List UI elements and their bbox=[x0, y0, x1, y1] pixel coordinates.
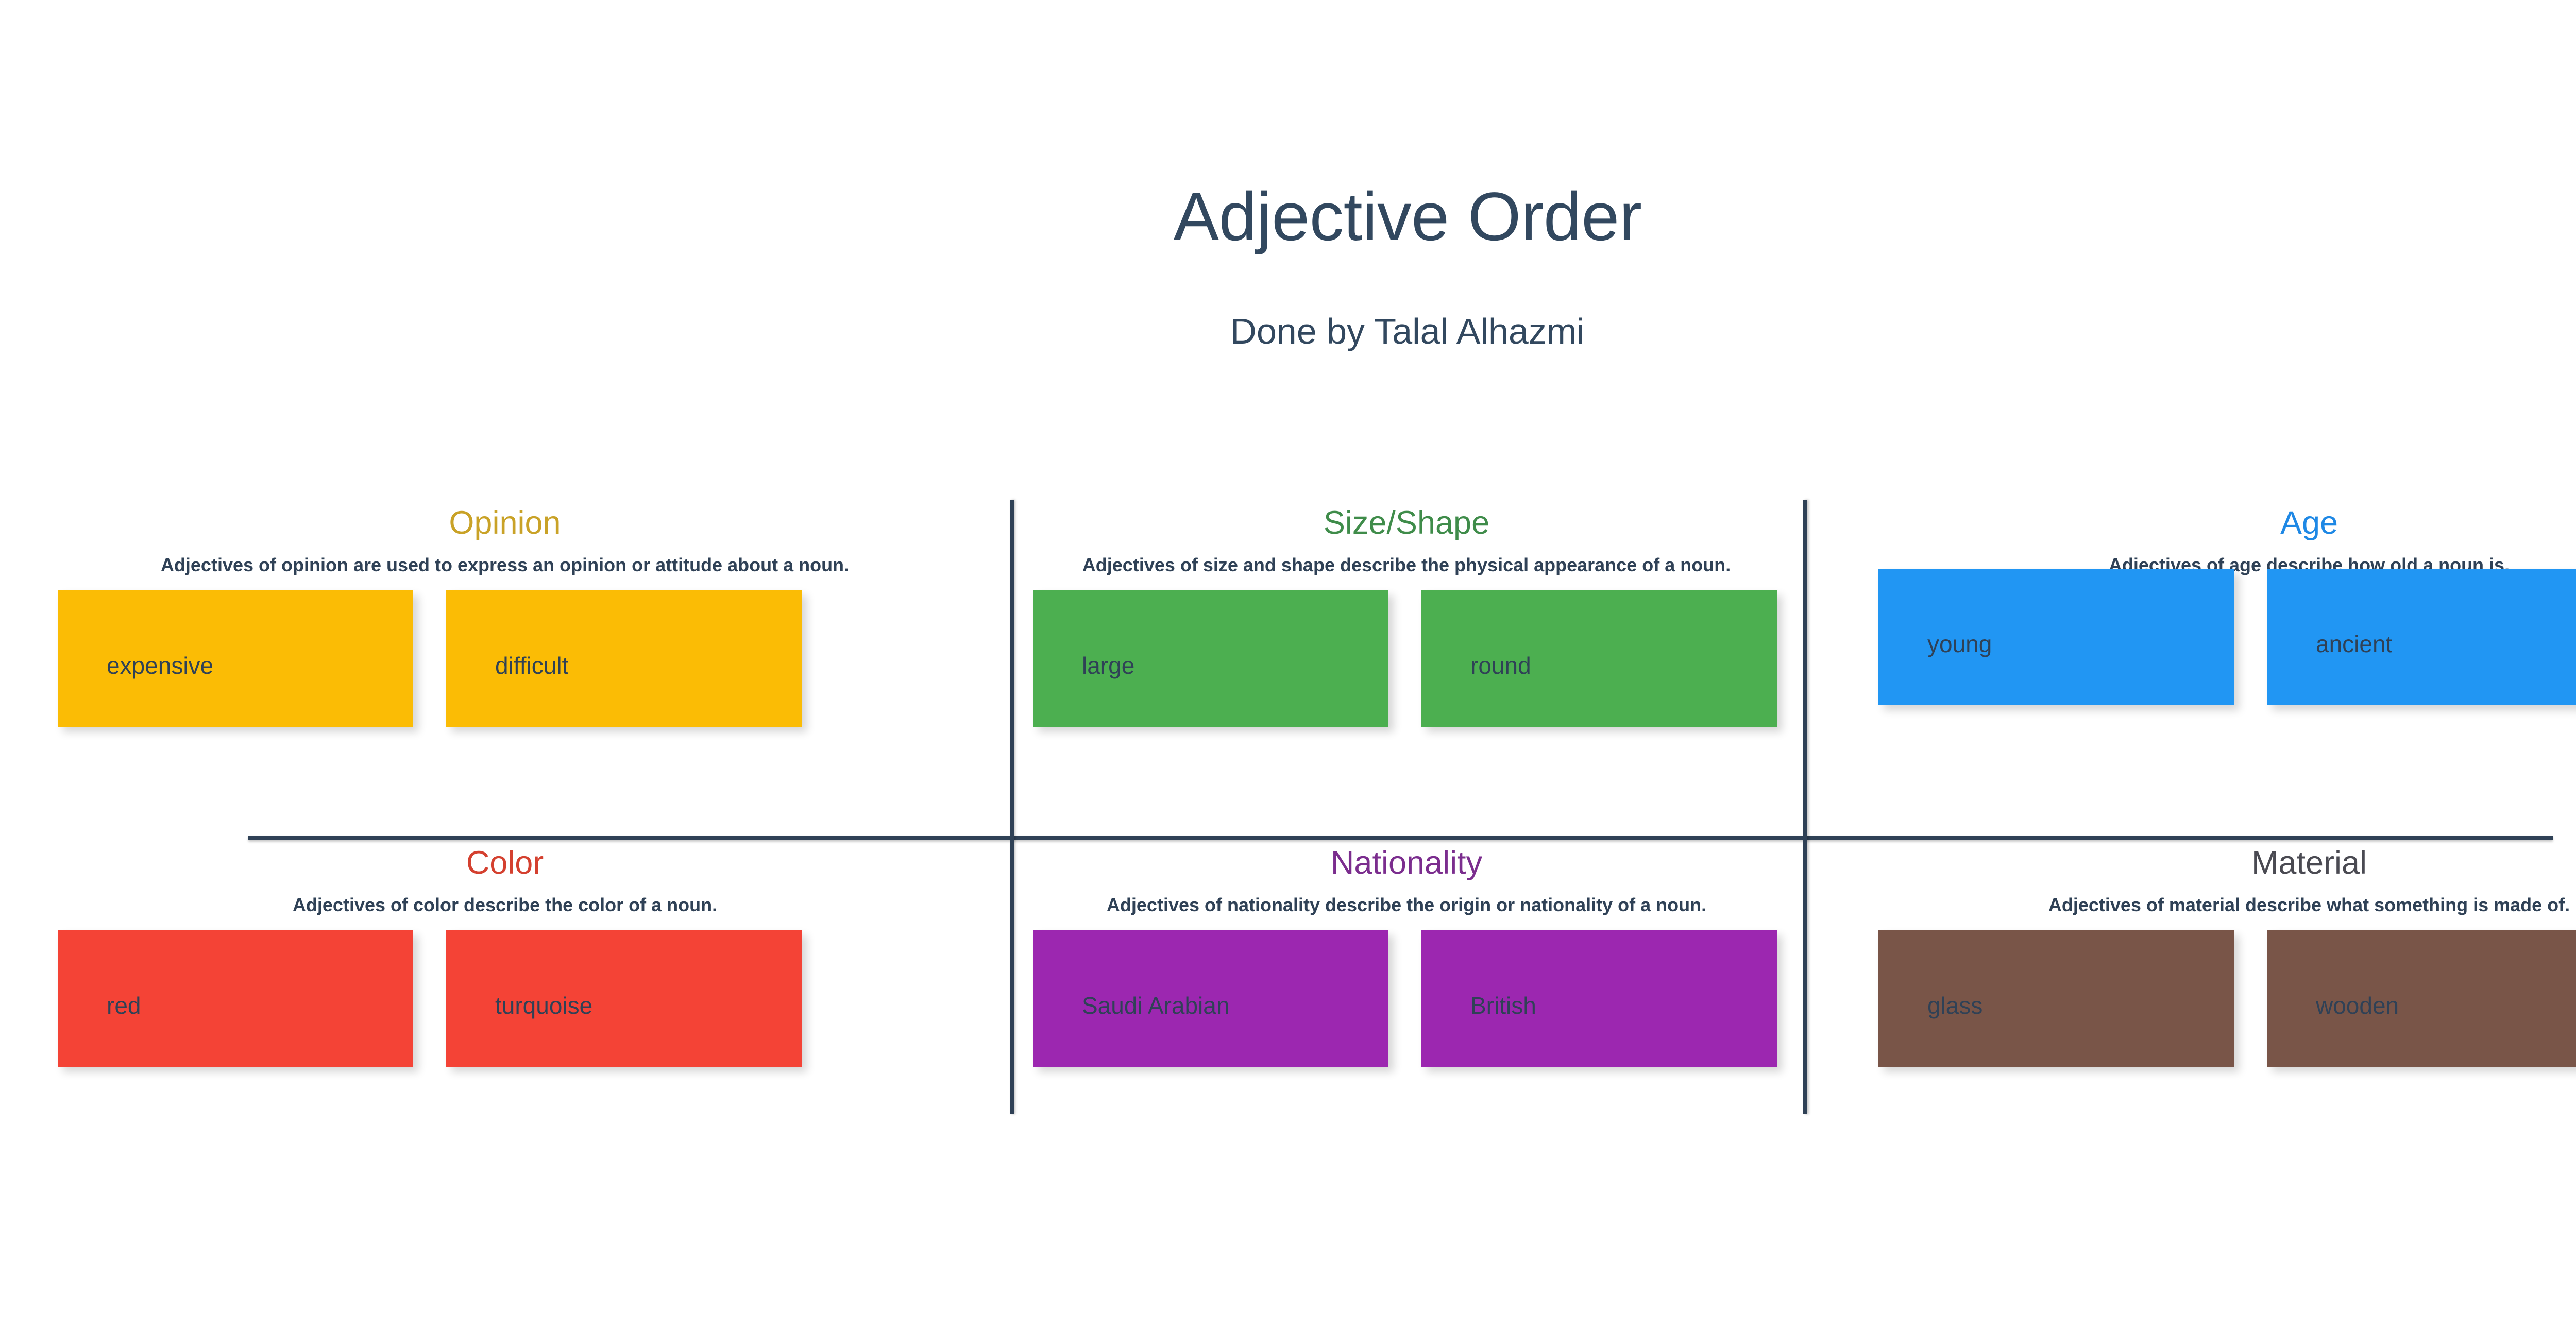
example-card[interactable]: difficult bbox=[446, 590, 802, 727]
category-cell-color: Color Adjectives of color describe the c… bbox=[0, 840, 1010, 1067]
example-card-list-age: young ancient bbox=[1855, 569, 2576, 706]
category-title-opinion: Opinion bbox=[449, 505, 561, 541]
example-card[interactable]: young bbox=[1878, 569, 2234, 706]
category-title-size-shape: Size/Shape bbox=[1323, 505, 1490, 541]
example-card[interactable]: Saudi Arabian bbox=[1033, 930, 1388, 1067]
example-card[interactable]: expensive bbox=[58, 590, 413, 727]
category-description-color: Adjectives of color describe the color o… bbox=[292, 894, 718, 916]
page-subtitle: Done by Talal Alhazmi bbox=[1230, 311, 1585, 351]
example-card[interactable]: turquoise bbox=[446, 930, 802, 1067]
page-title: Adjective Order bbox=[1173, 179, 1642, 255]
category-cell-opinion: Opinion Adjectives of opinion are used t… bbox=[0, 500, 1010, 727]
divider-vertical-left bbox=[1010, 500, 1014, 1114]
category-title-age: Age bbox=[2280, 505, 2338, 541]
category-row-bottom: Color Adjectives of color describe the c… bbox=[0, 840, 2576, 1067]
example-card-list-size-shape: large round bbox=[1015, 590, 1798, 727]
example-card[interactable]: glass bbox=[1878, 930, 2234, 1067]
example-card-list-opinion: expensive difficult bbox=[52, 590, 958, 727]
example-card[interactable]: British bbox=[1421, 930, 1777, 1067]
example-card[interactable]: ancient bbox=[2267, 569, 2576, 706]
category-cell-age: Age Adjectives of age describe how old a… bbox=[1803, 500, 2576, 727]
divider-vertical-right bbox=[1803, 500, 1807, 1114]
example-card[interactable]: red bbox=[58, 930, 413, 1067]
example-card-list-color: red turquoise bbox=[52, 930, 958, 1067]
category-cell-size-shape: Size/Shape Adjectives of size and shape … bbox=[1010, 500, 1803, 727]
category-row-top: Opinion Adjectives of opinion are used t… bbox=[0, 500, 2576, 727]
category-title-material: Material bbox=[2251, 845, 2367, 881]
adjective-order-grid: Opinion Adjectives of opinion are used t… bbox=[0, 500, 2576, 1118]
category-title-color: Color bbox=[466, 845, 544, 881]
category-description-nationality: Adjectives of nationality describe the o… bbox=[1106, 894, 1707, 916]
example-card[interactable]: large bbox=[1033, 590, 1388, 727]
category-description-size-shape: Adjectives of size and shape describe th… bbox=[1082, 554, 1731, 576]
example-card-list-material: glass wooden bbox=[1855, 930, 2576, 1067]
page-header: Adjective Order Done by Talal Alhazmi bbox=[0, 0, 2576, 351]
divider-horizontal bbox=[248, 836, 2553, 840]
category-description-opinion: Adjectives of opinion are used to expres… bbox=[160, 554, 850, 576]
category-cell-nationality: Nationality Adjectives of nationality de… bbox=[1010, 840, 1803, 1067]
example-card[interactable]: round bbox=[1421, 590, 1777, 727]
category-description-material: Adjectives of material describe what som… bbox=[2048, 894, 2570, 916]
category-title-nationality: Nationality bbox=[1330, 845, 1483, 881]
example-card-list-nationality: Saudi Arabian British bbox=[1015, 930, 1798, 1067]
example-card[interactable]: wooden bbox=[2267, 930, 2576, 1067]
category-cell-material: Material Adjectives of material describe… bbox=[1803, 840, 2576, 1067]
